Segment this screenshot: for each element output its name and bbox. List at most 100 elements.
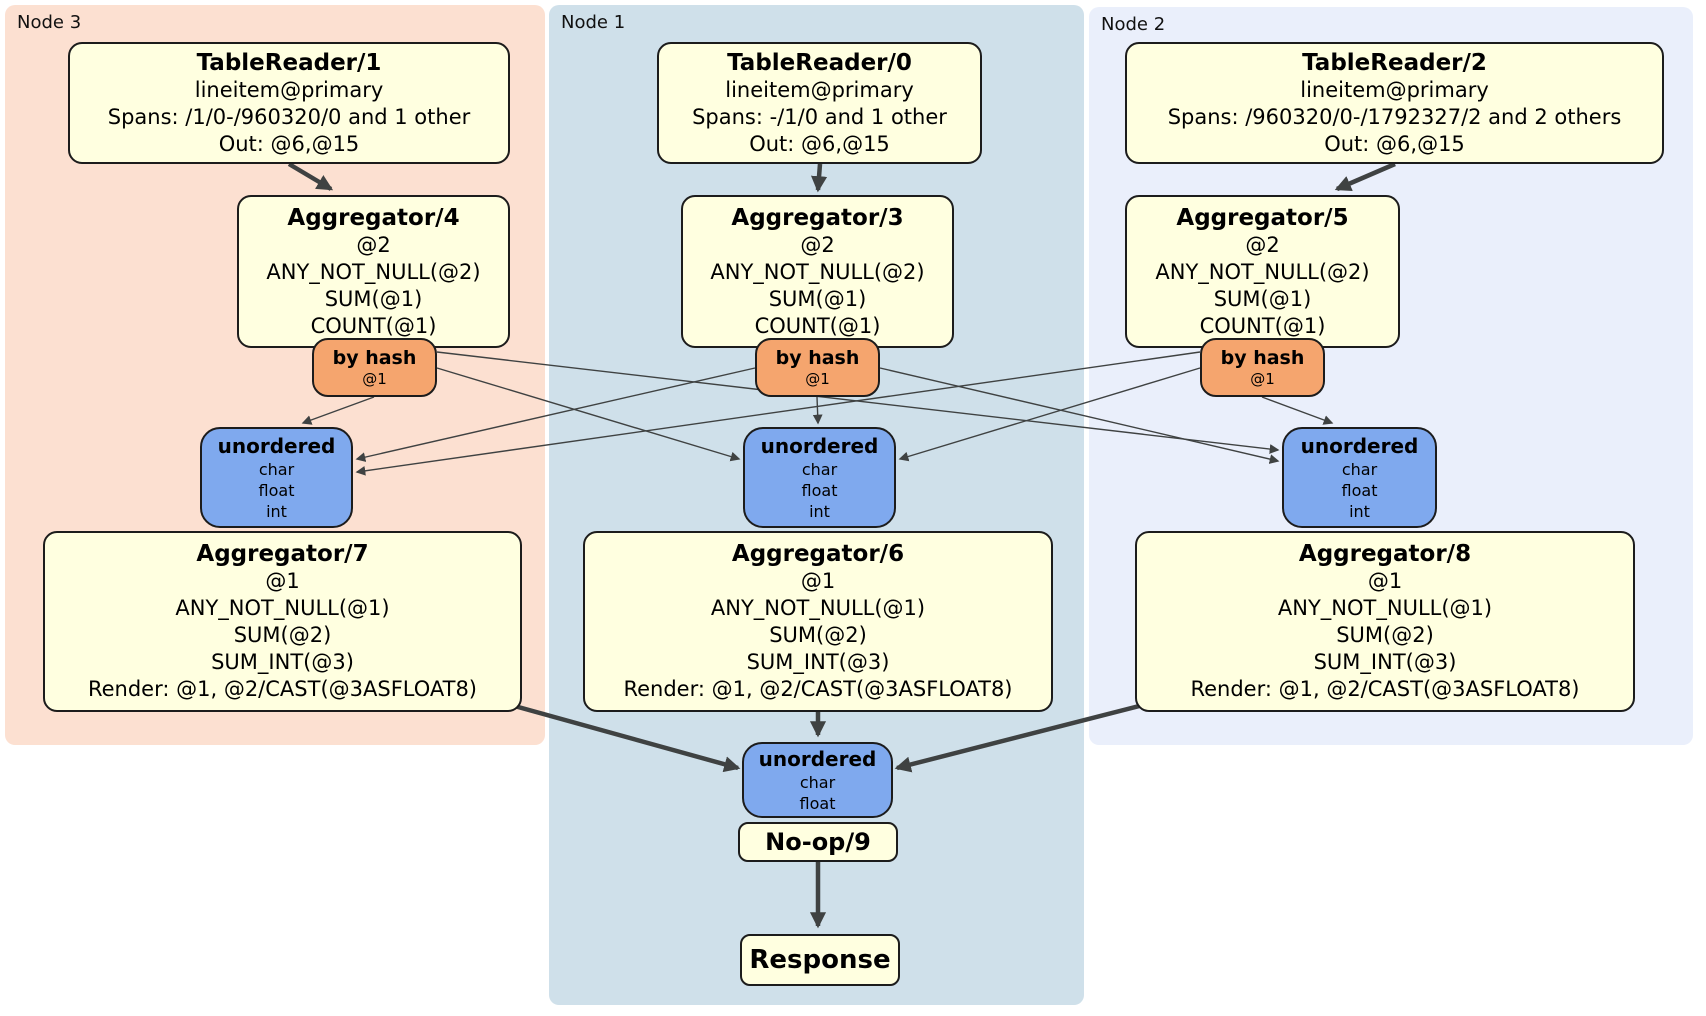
aggregator-6-render: Render: @1, @2/CAST(@3ASFLOAT8) <box>623 677 1013 701</box>
unordered-sync-final-col1: char <box>799 772 836 792</box>
tablereader-0-out: Out: @6,@15 <box>749 131 890 156</box>
hash-router-node3: by hash @1 <box>312 338 437 397</box>
aggregator-8-fn2: SUM(@2) <box>1336 623 1434 647</box>
tablereader-2-index: lineitem@primary <box>1300 77 1489 102</box>
edge-hash1-sync3 <box>355 367 756 462</box>
hash-router-node3-key: @1 <box>362 369 387 388</box>
edge-aggregator7-final-sync <box>499 699 741 773</box>
aggregator-4-fn2: SUM(@1) <box>324 286 423 311</box>
aggregator-8-render: Render: @1, @2/CAST(@3ASFLOAT8) <box>1190 677 1580 701</box>
edge-hash2-sync2 <box>1261 396 1334 425</box>
unordered-sync-node3-col2: float <box>258 480 295 500</box>
edge-hash2-sync3 <box>355 351 1201 476</box>
aggregator-6-group: @1 <box>800 569 836 593</box>
aggregator-3-fn3: COUNT(@1) <box>754 313 881 338</box>
aggregator-8-group: @1 <box>1367 569 1403 593</box>
unordered-sync-final-col2: float <box>799 793 836 813</box>
aggregator-4-group: @2 <box>356 232 391 257</box>
tablereader-1-out: Out: @6,@15 <box>218 131 360 156</box>
hash-router-node1-key: @1 <box>805 369 830 388</box>
aggregator-6-fn1: ANY_NOT_NULL(@1) <box>710 596 926 620</box>
aggregator-3-group: @2 <box>800 232 835 257</box>
aggregator-7-title: Aggregator/7 <box>196 541 369 567</box>
tablereader-1-index: lineitem@primary <box>194 77 384 102</box>
tablereader-1-box: TableReader/1 lineitem@primary Spans: /1… <box>68 42 510 164</box>
tablereader-0-box: TableReader/0 lineitem@primary Spans: -/… <box>657 42 982 164</box>
edge-aggregator8-final-sync <box>894 699 1156 773</box>
aggregator-7-fn2: SUM(@2) <box>233 623 332 647</box>
aggregator-6-box: Aggregator/6 @1 ANY_NOT_NULL(@1) SUM(@2)… <box>583 531 1053 712</box>
node1-region-label: Node 1 <box>561 12 626 33</box>
unordered-sync-final: unordered char float <box>742 742 893 818</box>
edge-tablereader2-aggregator5 <box>1334 161 1396 192</box>
edge-hash3-sync1 <box>436 367 741 462</box>
aggregator-4-box: Aggregator/4 @2 ANY_NOT_NULL(@2) SUM(@1)… <box>237 195 510 348</box>
tablereader-0-title: TableReader/0 <box>727 49 912 76</box>
unordered-sync-node1-col3: int <box>809 501 830 521</box>
aggregator-5-box: Aggregator/5 @2 ANY_NOT_NULL(@2) SUM(@1)… <box>1125 195 1400 348</box>
aggregator-5-fn1: ANY_NOT_NULL(@2) <box>1155 259 1370 284</box>
unordered-sync-node3-label: unordered <box>217 433 336 458</box>
aggregator-6-fn2: SUM(@2) <box>769 623 867 647</box>
node2-region-label: Node 2 <box>1101 14 1166 35</box>
hash-router-node1: by hash @1 <box>755 338 880 397</box>
node3-region-label: Node 3 <box>17 12 82 33</box>
edge-hash1-sync2 <box>879 367 1280 464</box>
unordered-sync-node2-col1: char <box>1341 459 1378 479</box>
tablereader-0-spans: Spans: -/1/0 and 1 other <box>692 104 947 129</box>
tablereader-2-box: TableReader/2 lineitem@primary Spans: /9… <box>1125 42 1664 164</box>
aggregator-4-fn3: COUNT(@1) <box>310 313 437 338</box>
aggregator-3-box: Aggregator/3 @2 ANY_NOT_NULL(@2) SUM(@1)… <box>681 195 954 348</box>
unordered-sync-node3: unordered char float int <box>200 427 353 528</box>
hash-router-node1-label: by hash <box>775 346 860 369</box>
aggregator-7-group: @1 <box>265 569 300 593</box>
hash-router-node2: by hash @1 <box>1200 338 1325 397</box>
edge-hash1-sync1 <box>812 396 823 425</box>
aggregator-3-title: Aggregator/3 <box>731 204 904 231</box>
aggregator-3-fn1: ANY_NOT_NULL(@2) <box>710 259 925 284</box>
hash-router-node2-key: @1 <box>1250 369 1275 388</box>
unordered-sync-node2-label: unordered <box>1300 433 1419 458</box>
response-box: Response <box>740 934 900 986</box>
tablereader-2-spans: Spans: /960320/0-/1792327/2 and 2 others <box>1167 104 1622 129</box>
edge-tablereader0-aggregator3 <box>810 163 828 193</box>
unordered-sync-node1-col2: float <box>801 480 838 500</box>
noop-9-box: No-op/9 <box>738 822 898 862</box>
aggregator-7-fn1: ANY_NOT_NULL(@1) <box>175 596 390 620</box>
unordered-sync-node1-label: unordered <box>760 433 879 458</box>
unordered-sync-node2-col3: int <box>1349 501 1370 521</box>
tablereader-1-title: TableReader/1 <box>196 49 382 76</box>
tablereader-2-out: Out: @6,@15 <box>1324 131 1465 156</box>
hash-router-node2-label: by hash <box>1220 346 1305 369</box>
tablereader-0-index: lineitem@primary <box>725 77 914 102</box>
aggregator-8-fn1: ANY_NOT_NULL(@1) <box>1277 596 1493 620</box>
tablereader-2-title: TableReader/2 <box>1302 49 1487 76</box>
aggregator-7-render: Render: @1, @2/CAST(@3ASFLOAT8) <box>87 677 478 701</box>
aggregator-8-fn3: SUM_INT(@3) <box>1313 650 1457 674</box>
aggregator-7-box: Aggregator/7 @1 ANY_NOT_NULL(@1) SUM(@2)… <box>43 531 522 712</box>
aggregator-5-title: Aggregator/5 <box>1176 204 1349 231</box>
unordered-sync-node1: unordered char float int <box>743 427 896 528</box>
aggregator-8-title: Aggregator/8 <box>1298 541 1472 567</box>
unordered-sync-final-label: unordered <box>758 746 877 771</box>
unordered-sync-node1-col1: char <box>801 459 838 479</box>
aggregator-7-fn3: SUM_INT(@3) <box>211 650 354 674</box>
aggregator-5-fn2: SUM(@1) <box>1213 286 1312 311</box>
aggregator-5-group: @2 <box>1245 232 1280 257</box>
unordered-sync-node2-col2: float <box>1341 480 1378 500</box>
unordered-sync-node2: unordered char float int <box>1282 427 1437 528</box>
edge-tablereader1-aggregator4 <box>287 162 334 191</box>
edge-hash2-sync1 <box>898 367 1201 462</box>
hash-router-node3-label: by hash <box>332 346 417 369</box>
aggregator-3-fn2: SUM(@1) <box>768 286 867 311</box>
unordered-sync-node3-col1: char <box>258 459 295 479</box>
unordered-sync-node3-col3: int <box>266 501 287 521</box>
aggregator-8-box: Aggregator/8 @1 ANY_NOT_NULL(@1) SUM(@2)… <box>1135 531 1635 712</box>
aggregator-6-fn3: SUM_INT(@3) <box>746 650 890 674</box>
aggregator-6-title: Aggregator/6 <box>731 541 905 567</box>
aggregator-5-fn3: COUNT(@1) <box>1199 313 1326 338</box>
tablereader-1-spans: Spans: /1/0-/960320/0 and 1 other <box>107 104 471 129</box>
edge-hash3-sync3 <box>301 396 375 425</box>
